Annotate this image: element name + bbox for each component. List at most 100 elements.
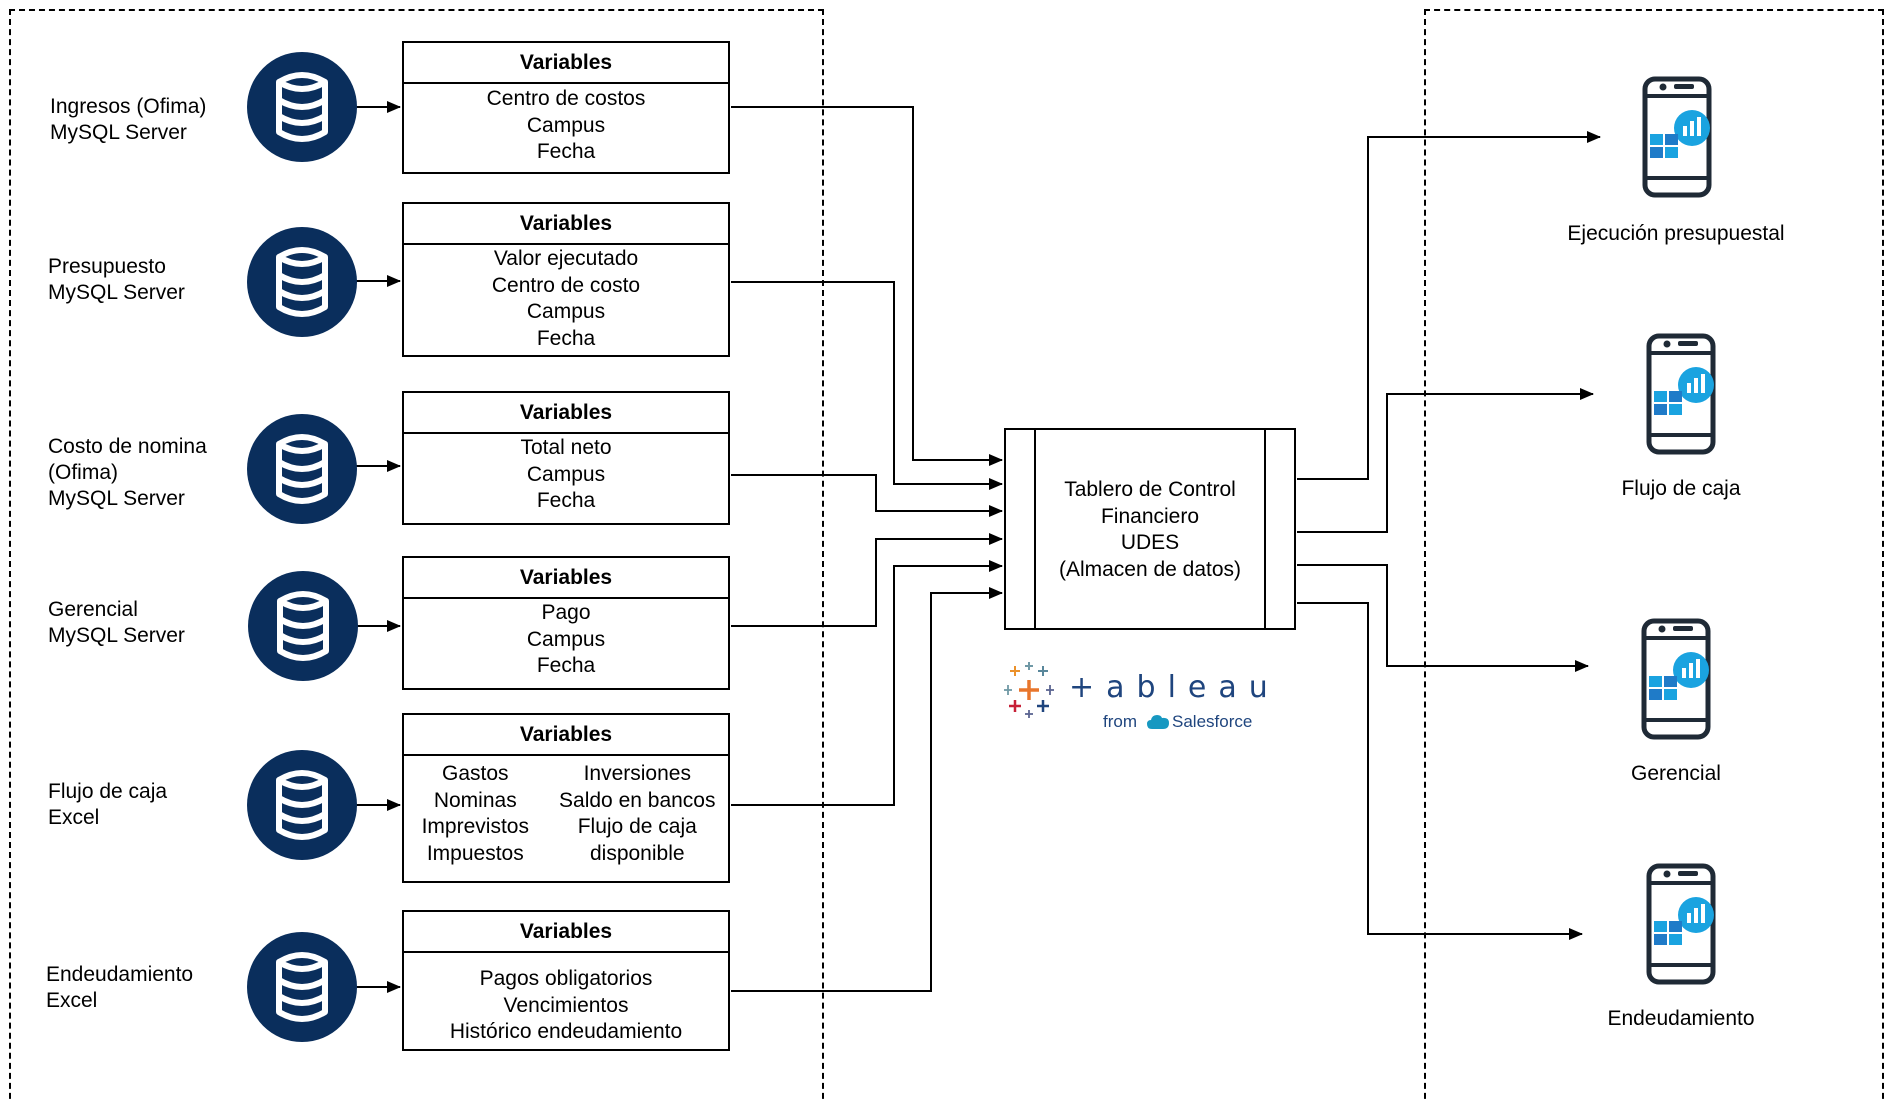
database-icon (247, 52, 357, 162)
source-label-presupuesto: Presupuesto MySQL Server (48, 254, 185, 306)
variable-item: Gastos (442, 762, 509, 785)
variable-item: Imprevistos (421, 815, 529, 838)
source-label-line: MySQL Server (48, 281, 185, 304)
data-warehouse-process: Tablero de Control Financiero UDES (Alma… (1004, 428, 1296, 630)
variable-item: Fecha (536, 326, 596, 350)
variable-item: Campus (526, 300, 606, 323)
variables-grid: Gastos Nominas Imprevistos Impuestos Inv… (404, 756, 728, 867)
source-label-line: Gerencial (48, 598, 138, 621)
source-label-line: Excel (48, 806, 100, 829)
salesforce-cloud-icon (1147, 715, 1169, 729)
box-to-center-connector (731, 281, 1003, 490)
variables-list: Total neto Campus Fecha (404, 434, 728, 515)
output-label: Gerencial (1631, 762, 1721, 785)
database-icon (247, 750, 357, 860)
box-to-center-connector (731, 106, 1003, 466)
source-label-line: MySQL Server (48, 487, 185, 510)
mobile-dashboard-icon (1646, 863, 1716, 985)
variable-item: Campus (526, 627, 606, 651)
variables-title: Variables (404, 715, 728, 756)
process-bar-right (1264, 430, 1266, 628)
tableau-cross-icon (1004, 662, 1054, 718)
variable-item: Fecha (536, 140, 596, 163)
variables-list: Pago Campus Fecha (404, 599, 728, 680)
variables-title: Variables (404, 43, 728, 84)
mobile-dashboard-icon (1641, 618, 1711, 740)
variables-list: Pagos obligatorios Vencimientos Históric… (404, 953, 728, 1046)
source-label-line: MySQL Server (50, 121, 187, 144)
variable-item: Fecha (536, 489, 596, 512)
variable-item: Flujo de caja (577, 815, 697, 838)
center-to-output-connector (1297, 388, 1594, 533)
source-label-line: Ingresos (Ofima) (50, 95, 207, 118)
variable-item: Saldo en bancos (559, 788, 716, 812)
source-label-endeudamiento: Endeudamiento Excel (46, 962, 193, 1014)
variables-box-presupuesto: Variables Valor ejecutado Centro de cost… (402, 202, 730, 357)
output-label: Flujo de caja (1621, 477, 1741, 500)
box-to-center-connector (731, 587, 1003, 992)
database-icon (247, 932, 357, 1042)
variable-item: Fecha (536, 654, 596, 677)
process-label: Tablero de Control Financiero UDES (Alma… (1036, 477, 1264, 583)
variable-item: disponible (589, 841, 685, 865)
process-label-line: Financiero (1100, 504, 1200, 528)
variables-box-endeudamiento: Variables Pagos obligatorios Vencimiento… (402, 910, 730, 1051)
variables-box-gerencial: Variables Pago Campus Fecha (402, 556, 730, 690)
box-to-center-connector (731, 533, 1003, 627)
source-label-line: Excel (46, 989, 98, 1012)
center-to-output-connector (1297, 564, 1589, 672)
variable-item: Histórico endeudamiento (449, 1020, 683, 1043)
output-label: Ejecución presupuestal (1567, 222, 1785, 245)
tableau-wordmark: +ableau (1069, 670, 1280, 705)
variable-item: Valor ejecutado (493, 247, 639, 270)
source-label-line: Flujo de caja (48, 780, 168, 803)
center-to-output-connector (1297, 131, 1601, 480)
box-to-center-connector (731, 474, 1003, 517)
source-label-line: Endeudamiento (46, 963, 194, 986)
source-label-ingresos: Ingresos (Ofima) MySQL Server (50, 94, 206, 146)
source-label-line: Costo de nomina (48, 435, 207, 458)
variable-item: Nominas (433, 788, 517, 812)
variables-box-flujo: Variables Gastos Nominas Imprevistos Imp… (402, 713, 730, 883)
variables-column-right: Inversiones Saldo en bancos Flujo de caj… (547, 761, 728, 867)
variables-list: Centro de costos Campus Fecha (404, 84, 728, 166)
variables-title: Variables (404, 393, 728, 434)
outputs-zone (1424, 9, 1884, 1102)
variable-item: Total neto (520, 436, 612, 459)
variables-box-ingresos: Variables Centro de costos Campus Fecha (402, 41, 730, 174)
variable-item: Vencimientos (503, 993, 629, 1017)
process-label-line: Tablero de Control (1064, 478, 1236, 501)
tableau-from-text: from (1103, 712, 1137, 731)
output-label: Endeudamiento (1607, 1007, 1755, 1030)
process-label-line: UDES (1120, 531, 1180, 554)
source-label-line: Presupuesto (48, 255, 166, 278)
variable-item: Pagos obligatorios (479, 967, 653, 990)
box-to-center-connector (731, 560, 1003, 806)
source-label-line: MySQL Server (48, 624, 185, 647)
source-label-nomina: Costo de nomina (Ofima) MySQL Server (48, 434, 207, 512)
center-to-output-connector (1297, 602, 1583, 940)
variable-item: Pago (541, 601, 591, 624)
tableau-logo: +ableau from Salesforce (1003, 660, 1273, 740)
variable-item: Campus (526, 462, 606, 486)
database-icon (248, 571, 358, 681)
variable-item: Centro de costo (491, 273, 641, 297)
variable-item: Inversiones (583, 762, 691, 785)
variables-title: Variables (404, 558, 728, 599)
process-bar-left (1034, 430, 1036, 628)
variables-title: Variables (404, 912, 728, 953)
source-label-flujo: Flujo de caja Excel (48, 779, 167, 831)
sources-zone (9, 9, 824, 1102)
source-label-line: (Ofima) (48, 461, 118, 484)
variables-list: Valor ejecutado Centro de costo Campus F… (404, 245, 728, 352)
mobile-dashboard-icon (1646, 333, 1716, 455)
variables-box-nomina: Variables Total neto Campus Fecha (402, 391, 730, 525)
source-label-gerencial: Gerencial MySQL Server (48, 597, 185, 649)
process-label-line: (Almacen de datos) (1058, 557, 1242, 581)
salesforce-wordmark: Salesforce (1172, 712, 1253, 731)
database-icon (247, 227, 357, 337)
variable-item: Campus (526, 113, 606, 137)
variables-title: Variables (404, 204, 728, 245)
